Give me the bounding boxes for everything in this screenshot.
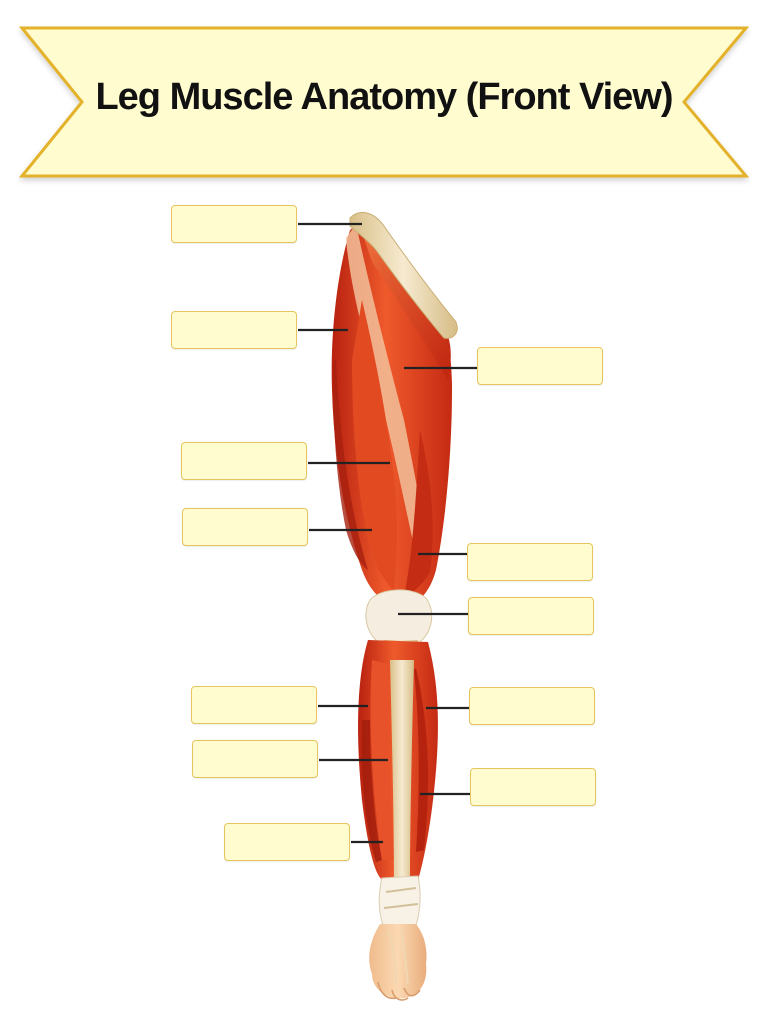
title-banner: Leg Muscle Anatomy (Front View) <box>0 0 768 200</box>
rectus-femoris-muscle <box>352 300 397 590</box>
ankle-retinaculum <box>378 875 421 929</box>
extensor-muscle <box>361 720 382 862</box>
label-box[interactable] <box>224 823 350 861</box>
tensor-fasciae-latae-muscle <box>362 232 451 380</box>
label-box[interactable] <box>182 508 308 546</box>
thigh-muscles <box>331 211 458 608</box>
lower-leg-muscles <box>358 640 438 880</box>
iliac-bone <box>349 211 458 339</box>
banner-ribbon <box>18 26 750 178</box>
label-box[interactable] <box>181 442 307 480</box>
ankle-tendons <box>383 887 419 909</box>
vastus-lateralis-muscle <box>333 360 368 570</box>
label-box[interactable] <box>477 347 603 385</box>
page-title: Leg Muscle Anatomy (Front View) <box>95 76 673 118</box>
foot <box>369 924 427 999</box>
sartorius-muscle <box>346 224 428 564</box>
label-box[interactable] <box>171 205 297 243</box>
label-box[interactable] <box>468 597 594 635</box>
label-box[interactable] <box>171 311 297 349</box>
label-box[interactable] <box>191 686 317 724</box>
foot-tendons <box>387 929 409 985</box>
toes <box>377 981 421 1001</box>
label-box[interactable] <box>469 687 595 725</box>
peroneus-muscle <box>414 668 429 852</box>
label-box[interactable] <box>192 740 318 778</box>
patella <box>365 589 433 649</box>
tibia-shin <box>390 660 414 880</box>
label-box[interactable] <box>470 768 596 806</box>
ankle-foot <box>369 875 427 1001</box>
label-box[interactable] <box>467 543 593 581</box>
leader-lines <box>298 222 477 844</box>
